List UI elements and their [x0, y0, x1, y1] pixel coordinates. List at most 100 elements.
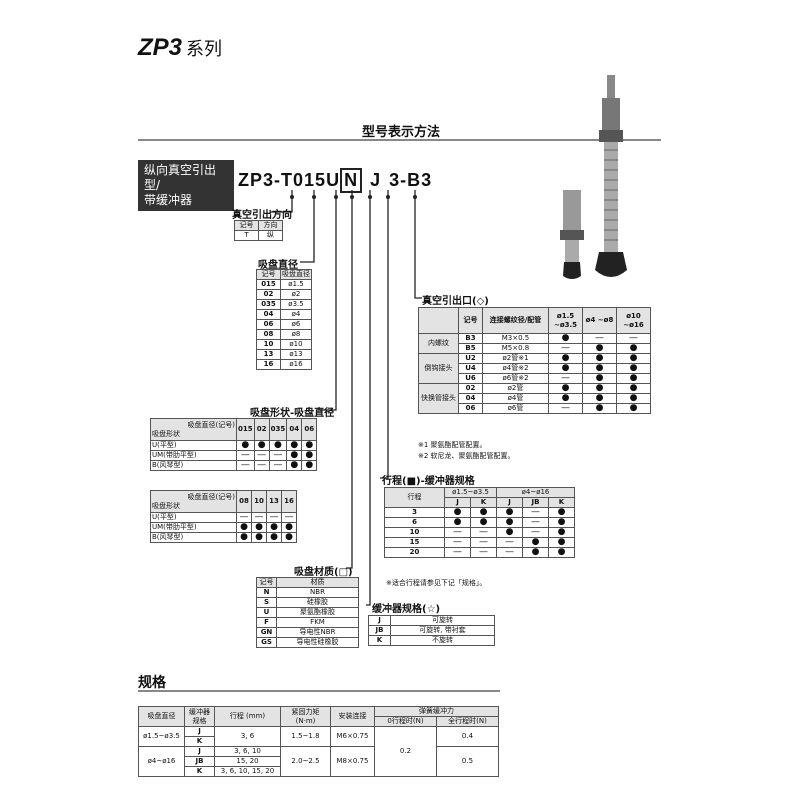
dia-value: ø1.5	[280, 279, 312, 290]
table-header-row: 记号吸盘直径	[256, 269, 312, 280]
diameter-col-header: 035	[268, 418, 288, 441]
buffer-code: J	[368, 615, 391, 626]
availability-mark: ●	[236, 532, 252, 543]
port-thread: ø4管	[482, 393, 549, 404]
table-row: UM(带肋平型)———●●	[150, 450, 318, 461]
port-code: 04	[458, 393, 483, 404]
availability-mark: ●	[251, 522, 267, 533]
port-code: U6	[458, 373, 483, 384]
stroke-value: 3	[384, 507, 445, 518]
availability-mark: —	[236, 512, 252, 523]
spec-diameter: ø1.5~ø3.5	[138, 726, 185, 747]
availability-mark: —	[522, 527, 549, 538]
availability-mark: ●	[496, 517, 523, 528]
availability-mark: ●	[616, 353, 651, 364]
shape-name: U(平型)	[150, 440, 237, 451]
table-header: 全行程时(N)	[436, 716, 499, 727]
spec-diameter: ø4~ø16	[138, 746, 185, 777]
corner-bottom: 吸盘形状	[152, 501, 180, 510]
port-thread: ø6管※2	[482, 373, 549, 384]
corner-top: 吸盘直径(记号)	[187, 492, 235, 501]
port-note-1: ※1 聚氨酯配管配置。	[418, 441, 487, 449]
availability-mark: ●	[444, 507, 471, 518]
dia-code: 04	[256, 309, 281, 320]
table-header: 紧固力矩 (N·m)	[280, 706, 331, 727]
table-header: 0行程时(N)	[374, 716, 437, 727]
buffer-col-header: J	[444, 497, 471, 508]
spec-stroke: 15, 20	[214, 756, 281, 767]
diameter-col-header: 10	[251, 490, 267, 513]
product-image	[560, 75, 627, 279]
availability-mark: ●	[548, 537, 575, 548]
availability-mark: —	[616, 333, 651, 344]
availability-mark: —	[470, 547, 497, 558]
vacuum-pad-short-illustration	[560, 190, 584, 279]
table-row: 10——●—●	[384, 527, 575, 538]
corner-cell: 吸盘直径(记号)吸盘形状	[150, 418, 237, 441]
section-spec-rule	[138, 690, 500, 692]
dia-value: ø16	[280, 359, 312, 370]
port-thread: ø2管	[482, 383, 549, 394]
table-header: ø1.5 ~ø3.5	[548, 307, 583, 334]
availability-mark: ●	[301, 440, 318, 451]
port-thread: ø2管※1	[482, 353, 549, 364]
availability-mark: ●	[582, 403, 617, 414]
code-type: ZP3-T	[238, 170, 294, 190]
availability-mark: —	[548, 373, 583, 384]
code-material: N	[340, 168, 363, 193]
availability-mark: —	[522, 507, 549, 518]
dia-code: 10	[256, 339, 281, 350]
material-name: 硅橡胶	[276, 597, 359, 608]
availability-mark: ●	[548, 547, 575, 558]
availability-mark: ●	[548, 527, 575, 538]
availability-mark: —	[470, 537, 497, 548]
shape-name: U(平型)	[150, 512, 237, 523]
material-code: GN	[256, 627, 277, 638]
dir-label: 真空引出方向	[232, 210, 292, 221]
corner-cell: 吸盘直径(记号) 吸盘形状	[150, 490, 237, 513]
dia-value: ø8	[280, 329, 312, 340]
table-header: 弹簧缓冲力	[374, 706, 499, 717]
type-box-line1: 纵向真空引出型/	[144, 163, 217, 192]
shape-name: B(风琴型)	[150, 532, 237, 543]
section-spec-title: 规格	[138, 675, 166, 691]
availability-mark: —	[253, 460, 270, 471]
dia-label: 吸盘直径	[258, 260, 298, 271]
buffer-col-header: JB	[522, 497, 549, 508]
availability-mark: ●	[582, 383, 617, 394]
table-row: U(平型)●●●●●	[150, 440, 318, 451]
dia-value: ø6	[280, 319, 312, 330]
stroke-value: 15	[384, 537, 445, 548]
availability-mark: ●	[286, 440, 303, 451]
table-header: 连接螺纹径/配管	[482, 307, 549, 334]
buffer-desc: 可旋转, 带衬套	[390, 625, 495, 636]
shape-name: UM(带肋平型)	[150, 522, 237, 533]
spec-force-full: 0.4	[436, 726, 499, 747]
code-stroke: 3	[389, 170, 401, 190]
availability-mark: ●	[251, 532, 267, 543]
type-box-line2: 带缓冲器	[144, 193, 193, 207]
dir-cell: 纵	[258, 230, 283, 241]
diameter-col-header: 06	[301, 418, 318, 441]
title-series: 系列	[186, 39, 223, 59]
availability-mark: —	[470, 527, 497, 538]
dia-code: 015	[256, 279, 281, 290]
buffer-col-header: J	[496, 497, 523, 508]
material-name: FKM	[276, 617, 359, 628]
spec-mount: M8×0.75	[330, 746, 375, 777]
availability-mark: —	[266, 512, 282, 523]
material-code: F	[256, 617, 277, 628]
stroke-value: 10	[384, 527, 445, 538]
